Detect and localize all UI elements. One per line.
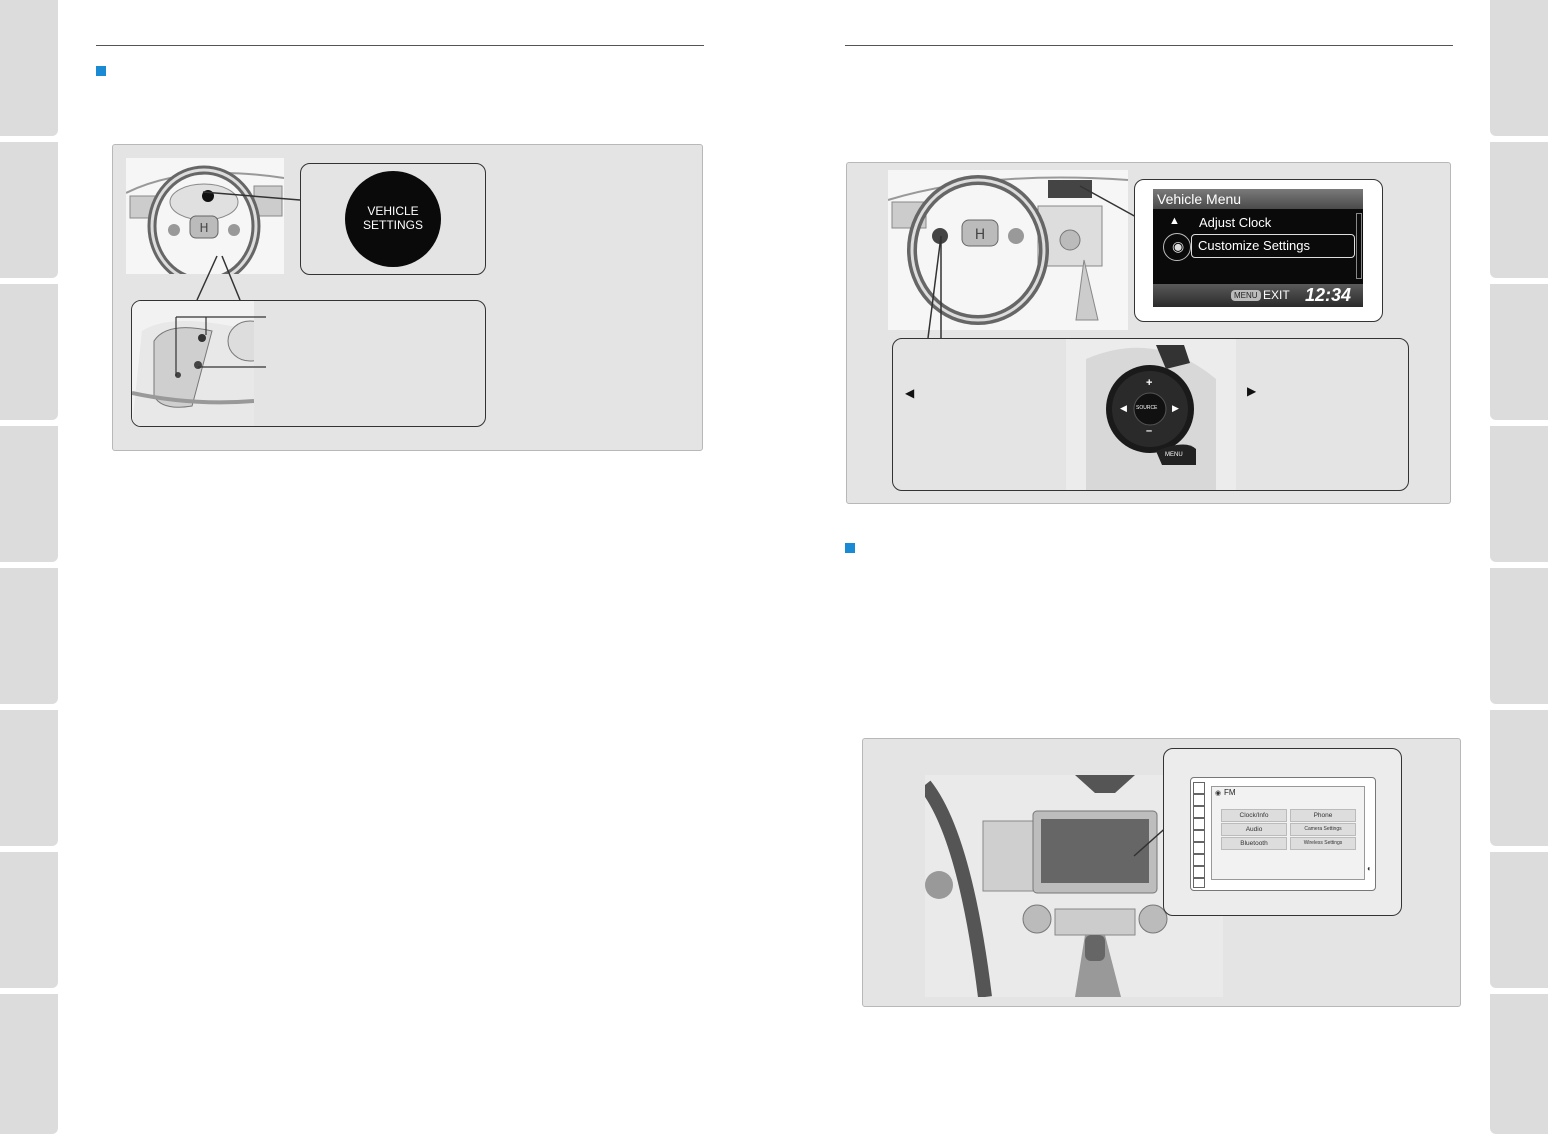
right-tab-7[interactable] bbox=[1490, 852, 1548, 988]
pad-menu-button[interactable]: MENU bbox=[1165, 452, 1183, 458]
vehicle-menu-title-bar: Vehicle Menu bbox=[1153, 189, 1363, 209]
side-button-6[interactable] bbox=[1193, 842, 1205, 854]
right-tab-5[interactable] bbox=[1490, 568, 1548, 704]
left-tab-5[interactable] bbox=[0, 568, 58, 704]
source-button[interactable]: SOURCE bbox=[1136, 405, 1158, 411]
left-tab-1[interactable] bbox=[0, 0, 58, 136]
svg-text:H: H bbox=[975, 227, 986, 243]
left-section-marker bbox=[96, 66, 106, 76]
scrollbar[interactable] bbox=[1356, 213, 1362, 279]
vehicle-menu-title: Vehicle Menu bbox=[1157, 191, 1242, 207]
screen-item-bluetooth-label: Bluetooth bbox=[1240, 840, 1268, 847]
stalk-closeup-callout bbox=[131, 300, 486, 427]
screen-item-bluetooth[interactable]: Bluetooth bbox=[1221, 837, 1287, 850]
pad-left-button[interactable]: ◀ bbox=[1120, 403, 1127, 413]
svg-text:H: H bbox=[199, 221, 208, 235]
pad-minus-button[interactable]: – bbox=[1146, 425, 1153, 437]
right-tab-3[interactable] bbox=[1490, 284, 1548, 420]
side-button-8[interactable] bbox=[1193, 866, 1205, 878]
vehicle-menu-screen: Vehicle Menu ▲ Adjust Clock Customize Se… bbox=[1153, 189, 1363, 307]
vehicle-settings-badge: VEHICLE SETTINGS bbox=[345, 171, 441, 267]
left-tab-4[interactable] bbox=[0, 426, 58, 562]
screen-item-audio-label: Audio bbox=[1245, 826, 1263, 833]
left-tab-7[interactable] bbox=[0, 852, 58, 988]
clock-display: 12:34 bbox=[1305, 285, 1352, 305]
touchscreen-display: ◉ FM Clock/Info Audio Bluetooth Phone Ca… bbox=[1211, 786, 1365, 880]
left-tab-2[interactable] bbox=[0, 142, 58, 278]
screen-item-camera-settings[interactable]: Camera Settings bbox=[1290, 823, 1356, 836]
stalk-leader-lines bbox=[175, 316, 266, 376]
left-tab-8[interactable] bbox=[0, 994, 58, 1134]
menu-key-icon: MENU bbox=[1231, 290, 1261, 301]
screen-item-clock-info-label: Clock/Info bbox=[1239, 812, 1269, 819]
selector-knob-icon: ◉ bbox=[1163, 233, 1191, 261]
volume-knob-icon[interactable]: ◐ bbox=[1367, 864, 1372, 873]
right-arrow-icon: ▶ bbox=[1247, 384, 1257, 398]
left-header-rule bbox=[96, 45, 704, 46]
vehicle-menu-footer: MENU EXIT 12:34 bbox=[1153, 284, 1363, 307]
menu-item-adjust-clock[interactable]: Adjust Clock bbox=[1199, 215, 1272, 230]
center-console-photo bbox=[925, 775, 1223, 997]
band-label: FM bbox=[1224, 788, 1236, 797]
vehicle-menu-callout: Vehicle Menu ▲ Adjust Clock Customize Se… bbox=[1134, 179, 1383, 322]
menu-item-customize-settings: Customize Settings bbox=[1198, 238, 1310, 253]
right-tab-2[interactable] bbox=[1490, 142, 1548, 278]
screen-item-audio[interactable]: Audio bbox=[1221, 823, 1287, 836]
pad-right-button[interactable]: ▶ bbox=[1172, 403, 1179, 413]
right-tab-8[interactable] bbox=[1490, 994, 1548, 1134]
steering-pad-photo: SOURCE + – ◀ ▶ MENU bbox=[1066, 339, 1236, 490]
screen-item-wireless-settings[interactable]: Wireless Settings bbox=[1290, 837, 1356, 850]
side-button-4[interactable] bbox=[1193, 818, 1205, 830]
right-tab-1[interactable] bbox=[1490, 0, 1548, 136]
screen-item-wireless-settings-label: Wireless Settings bbox=[1303, 840, 1343, 846]
side-button-9[interactable] bbox=[1193, 878, 1205, 888]
up-arrow-icon: ▲ bbox=[1169, 215, 1180, 227]
screen-item-clock-info[interactable]: Clock/Info bbox=[1221, 809, 1287, 822]
dashboard-illustration: H bbox=[126, 158, 284, 274]
screen-item-camera-settings-label: Camera Settings bbox=[1304, 826, 1342, 832]
right-header-rule bbox=[845, 45, 1453, 46]
badge-line-1: VEHICLE bbox=[367, 204, 419, 218]
touchscreen-bezel: ◉ FM Clock/Info Audio Bluetooth Phone Ca… bbox=[1190, 777, 1376, 891]
left-figure-leader-lines bbox=[196, 191, 301, 301]
side-button-7[interactable] bbox=[1193, 854, 1205, 866]
vehicle-settings-callout: VEHICLE SETTINGS bbox=[300, 163, 486, 275]
right-tab-6[interactable] bbox=[1490, 710, 1548, 846]
touchscreen-callout: ◉ FM Clock/Info Audio Bluetooth Phone Ca… bbox=[1163, 748, 1402, 916]
badge-line-2: SETTINGS bbox=[362, 218, 423, 232]
home-icon: ◉ bbox=[1215, 790, 1222, 797]
side-button-2[interactable] bbox=[1193, 794, 1205, 806]
side-button-5[interactable] bbox=[1193, 830, 1205, 842]
menu-item-customize-settings-box[interactable]: Customize Settings bbox=[1191, 234, 1355, 258]
touchscreen-side-buttons bbox=[1193, 782, 1205, 888]
left-arrow-icon: ◀ bbox=[905, 386, 915, 400]
steering-pad-callout: ◀ ▶ SOURCE + – ◀ ▶ MENU bbox=[892, 338, 1409, 491]
right-section-marker bbox=[845, 543, 855, 553]
left-tab-6[interactable] bbox=[0, 710, 58, 846]
screen-item-phone[interactable]: Phone bbox=[1290, 809, 1356, 822]
screen-item-phone-label: Phone bbox=[1313, 812, 1333, 819]
side-button-1[interactable] bbox=[1193, 782, 1205, 794]
right-tab-4[interactable] bbox=[1490, 426, 1548, 562]
side-button-3[interactable] bbox=[1193, 806, 1205, 818]
exit-label[interactable]: EXIT bbox=[1263, 288, 1290, 302]
pad-plus-button[interactable]: + bbox=[1146, 377, 1153, 389]
right-figure-leader-lines bbox=[927, 185, 1139, 339]
dashboard-illustration-right: H bbox=[888, 170, 1128, 330]
left-tab-3[interactable] bbox=[0, 284, 58, 420]
